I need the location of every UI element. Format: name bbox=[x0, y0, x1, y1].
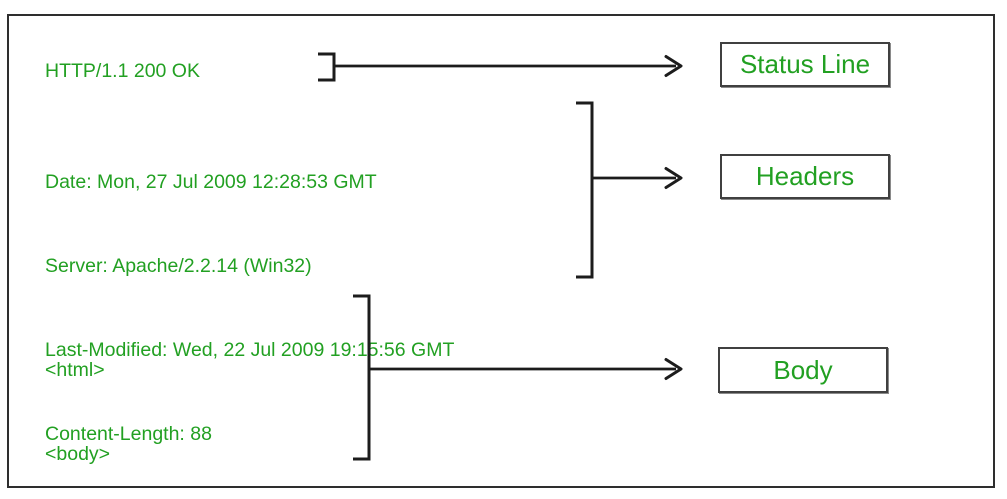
status-line-label-box: Status Line bbox=[720, 42, 890, 87]
body-label-box: Body bbox=[718, 347, 888, 393]
header-line: Server: Apache/2.2.14 (Win32) bbox=[45, 255, 312, 277]
body-text-block: <html> <body> <h1>Hello, World!</h1> </b… bbox=[45, 300, 251, 499]
header-line: Date: Mon, 27 Jul 2009 12:28:53 GMT bbox=[45, 171, 377, 193]
status-line-label: Status Line bbox=[739, 49, 871, 79]
headers-text-block: Date: Mon, 27 Jul 2009 12:28:53 GMT Serv… bbox=[45, 112, 454, 499]
body-line: <body> bbox=[45, 443, 111, 465]
outer-frame bbox=[7, 14, 995, 488]
body-line: <html> bbox=[45, 359, 105, 381]
body-label: Body bbox=[773, 354, 833, 385]
status-line-text: HTTP/1.1 200 OK bbox=[45, 60, 200, 82]
headers-label: Headers bbox=[755, 161, 855, 191]
header-line: Content-Length: 88 bbox=[45, 423, 212, 445]
headers-label-box: Headers bbox=[720, 154, 890, 199]
